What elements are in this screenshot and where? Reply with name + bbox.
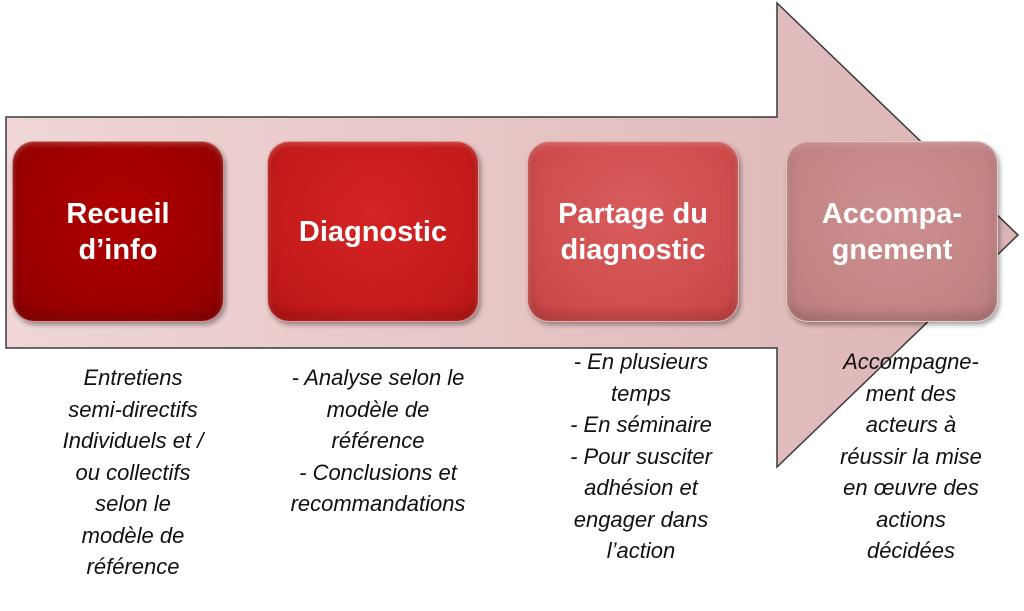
- step-title: Accompa- gnement: [821, 197, 963, 266]
- step-description-diagnostic: - Analyse selon le modèle de référence -…: [290, 365, 466, 516]
- step-description-accompagnement: Accompagne- ment des acteurs à réussir l…: [840, 349, 982, 563]
- step-box-partage: Partage du diagnostic: [527, 141, 739, 322]
- step-description-recueil: Entretiens semi-directifs Individuels et…: [62, 365, 204, 579]
- step-title: Recueil d’info: [66, 197, 170, 266]
- step-box-accompagnement: Accompa- gnement: [786, 141, 998, 322]
- step-box-diagnostic: Diagnostic: [267, 141, 479, 322]
- step-title: Partage du diagnostic: [558, 197, 708, 266]
- step-description-partage: - En plusieurs temps - En séminaire - Po…: [570, 349, 712, 563]
- step-title: Diagnostic: [298, 215, 448, 248]
- arrow-shape: [5, 1, 1020, 469]
- step-box-recueil: Recueil d’info: [12, 141, 224, 322]
